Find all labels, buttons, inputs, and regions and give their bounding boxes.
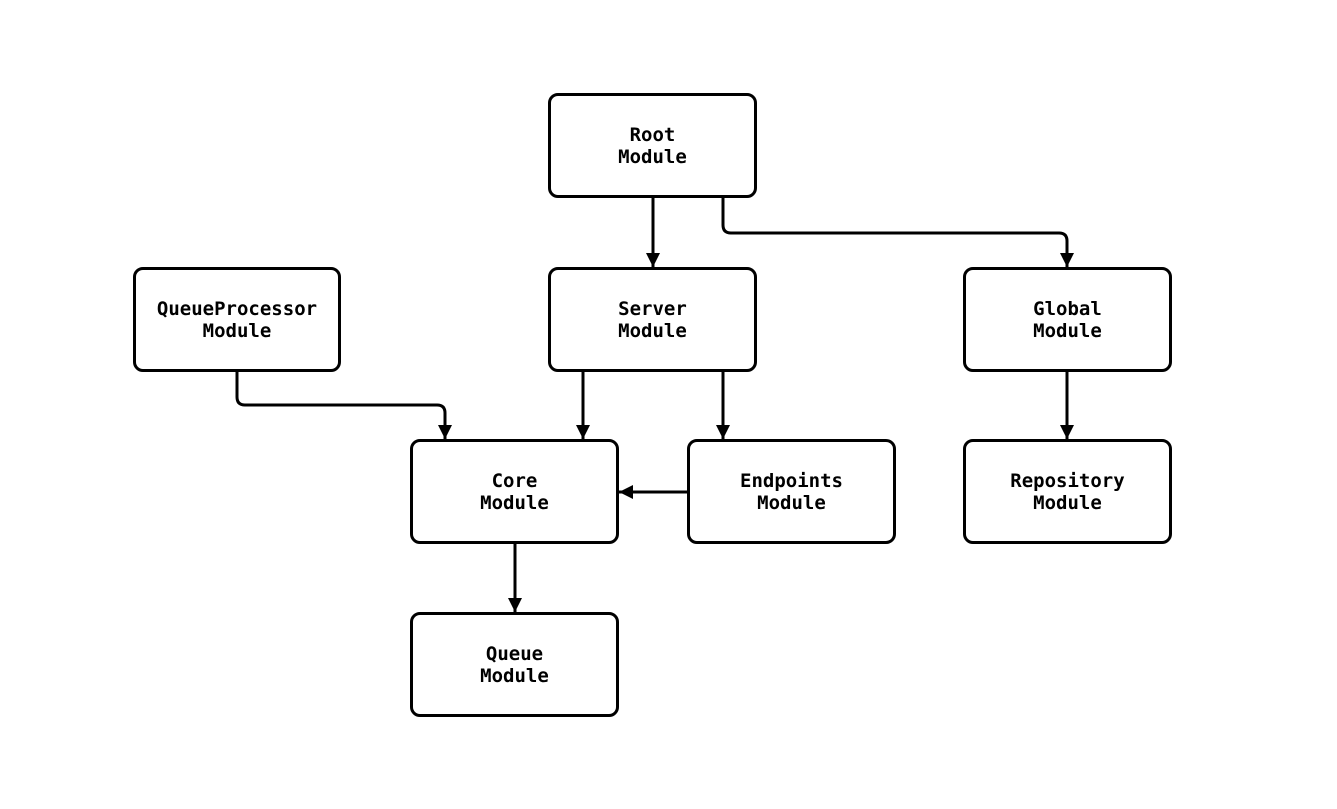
edge-root-to-global — [721, 198, 1074, 267]
edge-queueprocessor-to-core — [235, 372, 452, 439]
node-core-module: Core Module — [410, 439, 619, 544]
node-label-queue: Queue Module — [480, 642, 549, 687]
node-label-root: Root Module — [618, 123, 687, 168]
node-label-core: Core Module — [480, 469, 549, 514]
node-root-module: Root Module — [548, 93, 757, 198]
node-global-module: Global Module — [963, 267, 1172, 372]
node-endpoints-module: Endpoints Module — [687, 439, 896, 544]
node-queue-module: Queue Module — [410, 612, 619, 717]
node-queueprocessor-module: QueueProcessor Module — [133, 267, 341, 372]
node-label-repository: Repository Module — [1010, 469, 1125, 514]
node-label-global: Global Module — [1033, 297, 1102, 342]
node-label-queueprocessor: QueueProcessor Module — [156, 297, 318, 342]
edge-group — [235, 198, 1074, 612]
node-label-server: Server Module — [618, 297, 687, 342]
node-repository-module: Repository Module — [963, 439, 1172, 544]
node-label-endpoints: Endpoints Module — [740, 469, 843, 514]
node-server-module: Server Module — [548, 267, 757, 372]
